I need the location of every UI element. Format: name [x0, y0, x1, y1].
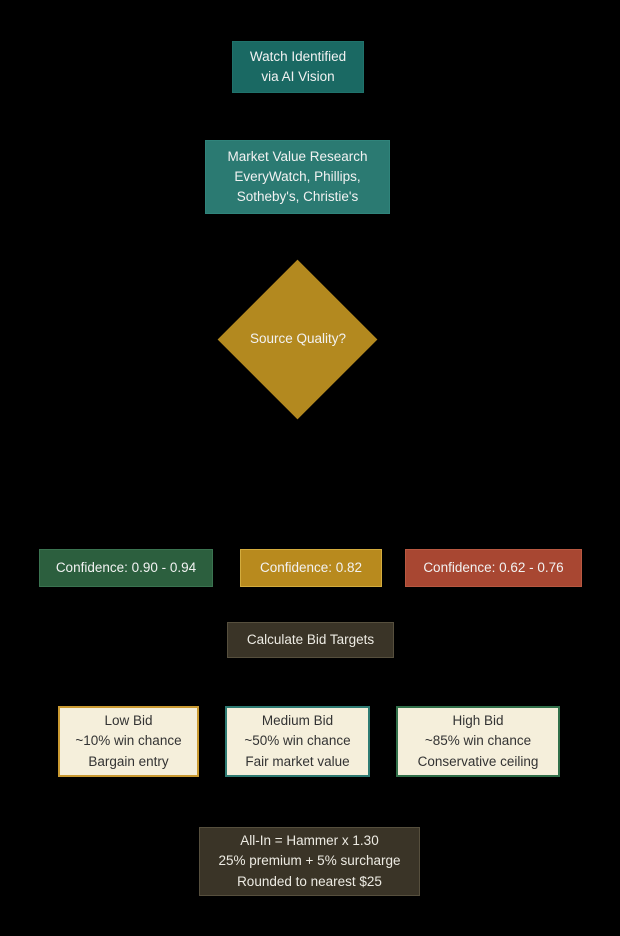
- node-text-line: ~85% win chance: [424, 733, 532, 749]
- node-text-line: Fair market value: [245, 753, 350, 769]
- node-text-line: Low Bid: [104, 713, 153, 729]
- node-text-line: Medium Bid: [261, 713, 334, 729]
- node-calculate-bid-targets: Calculate Bid Targets: [227, 622, 394, 658]
- node-text-line: Rounded to nearest $25: [237, 873, 382, 889]
- node-text-line: Calculate Bid Targets: [246, 631, 375, 647]
- node-text-line: Watch Identified: [249, 48, 347, 64]
- node-text-line: ~10% win chance: [75, 733, 182, 749]
- node-text-line: Market Value Research: [227, 148, 368, 164]
- node-low-bid: Low Bid ~10% win chance Bargain entry: [58, 706, 199, 777]
- node-source-quality: Source Quality?: [218, 259, 378, 419]
- node-text-line: ~50% win chance: [244, 733, 351, 749]
- node-confidence-medium: Confidence: 0.82: [240, 549, 382, 587]
- node-text-line: Sotheby's, Christie's: [236, 189, 359, 205]
- node-medium-bid: Medium Bid ~50% win chance Fair market v…: [225, 706, 370, 777]
- node-text-line: High Bid: [452, 713, 504, 729]
- node-watch-identified: Watch Identified via AI Vision: [232, 41, 364, 93]
- node-text-line: EveryWatch, Phillips,: [234, 168, 361, 184]
- node-text-line: Bargain entry: [88, 753, 169, 769]
- node-text-line: Confidence: 0.62 - 0.76: [423, 559, 564, 575]
- node-confidence-low: Confidence: 0.62 - 0.76: [405, 549, 582, 587]
- node-confidence-high: Confidence: 0.90 - 0.94: [39, 549, 213, 587]
- node-text-line: Source Quality?: [249, 330, 347, 346]
- node-text-line: 25% premium + 5% surcharge: [218, 853, 401, 869]
- node-market-value-research: Market Value Research EveryWatch, Philli…: [205, 140, 390, 214]
- node-text-line: All-In = Hammer x 1.30: [240, 833, 379, 849]
- node-text-line: Confidence: 0.90 - 0.94: [55, 559, 197, 575]
- node-all-in-formula: All-In = Hammer x 1.30 25% premium + 5% …: [199, 827, 420, 896]
- node-text-line: via AI Vision: [261, 69, 335, 84]
- node-text-line: Confidence: 0.82: [259, 559, 363, 575]
- node-high-bid: High Bid ~85% win chance Conservative ce…: [396, 706, 560, 777]
- node-text-line: Conservative ceiling: [417, 753, 539, 769]
